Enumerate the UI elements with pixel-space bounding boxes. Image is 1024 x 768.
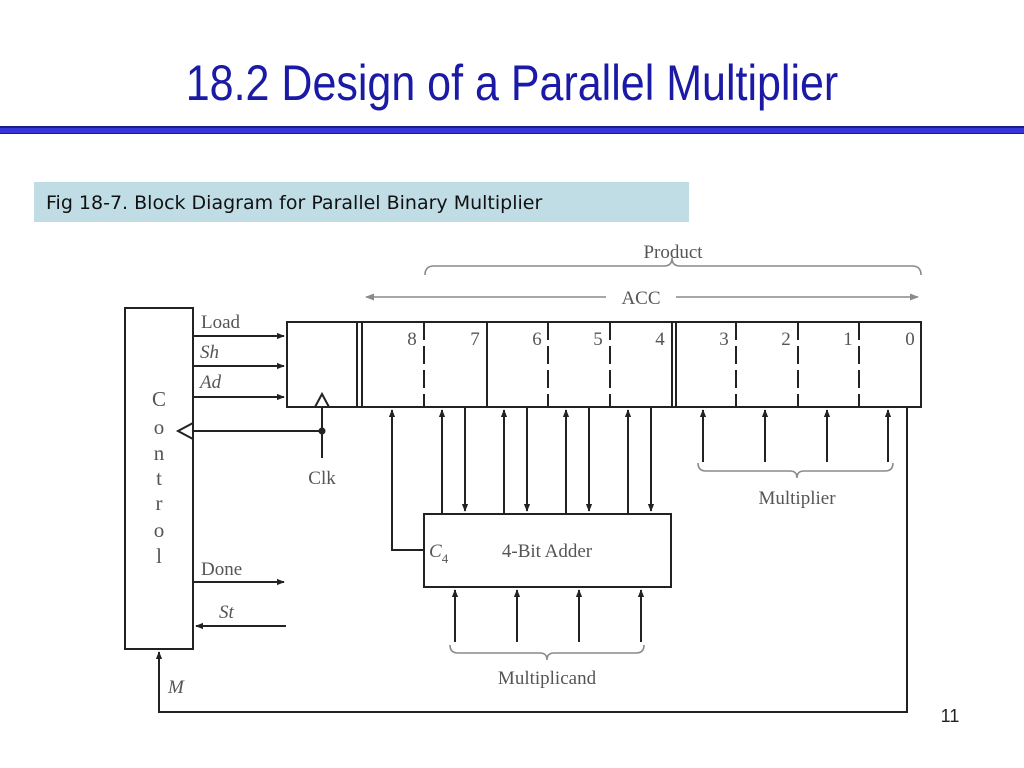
bit-number: 8 [407, 329, 417, 350]
done-label: Done [201, 559, 242, 580]
m-feedback-path [155, 407, 908, 713]
bit-number: 5 [593, 329, 603, 350]
product-brace [424, 257, 922, 276]
control-block [124, 307, 194, 650]
st-label: St [219, 602, 235, 623]
product-label: Product [643, 242, 703, 263]
control-letter: o [154, 415, 165, 439]
control-letter: t [156, 466, 162, 490]
title-rule [0, 126, 1024, 134]
control-letter: r [156, 491, 163, 515]
control-letter: C [152, 387, 166, 411]
bit-number: 2 [781, 329, 791, 350]
sh-label: Sh [200, 342, 219, 363]
bit-numbers: 8 7 6 5 4 3 2 1 0 [407, 329, 915, 350]
multiplicand-brace [449, 644, 645, 661]
page-number: 11 [940, 706, 960, 726]
adder-label: 4-Bit Adder [502, 541, 593, 562]
load-label: Load [201, 312, 241, 333]
control-label: C o n t r o l [152, 387, 166, 568]
clock-junction-dot [318, 427, 326, 435]
slide-title: 18.2 Design of a Parallel Multiplier [185, 55, 839, 111]
control-letter: n [154, 441, 165, 465]
bit-number: 6 [532, 329, 542, 350]
control-letter: l [156, 544, 162, 568]
m-label: M [167, 677, 185, 698]
multiplier-brace [697, 462, 894, 479]
carry-out-line [388, 409, 424, 551]
figure-caption: Fig 18-7. Block Diagram for Parallel Bin… [34, 182, 689, 222]
bit-number: 3 [719, 329, 729, 350]
clk-label: Clk [308, 468, 336, 489]
bit-number: 4 [655, 329, 665, 350]
acc-label: ACC [621, 288, 660, 309]
ad-label: Ad [198, 372, 222, 393]
bit-number: 0 [905, 329, 915, 350]
register-clock-triangle [314, 391, 330, 408]
multiplicand-label: Multiplicand [498, 668, 597, 689]
multiplier-label: Multiplier [758, 488, 836, 509]
clock-input-triangle [175, 422, 194, 440]
bit-number: 1 [843, 329, 853, 350]
carry-label: C4 [429, 541, 449, 566]
acc-register [286, 321, 922, 408]
bit-number: 7 [470, 329, 480, 350]
control-letter: o [154, 518, 165, 542]
